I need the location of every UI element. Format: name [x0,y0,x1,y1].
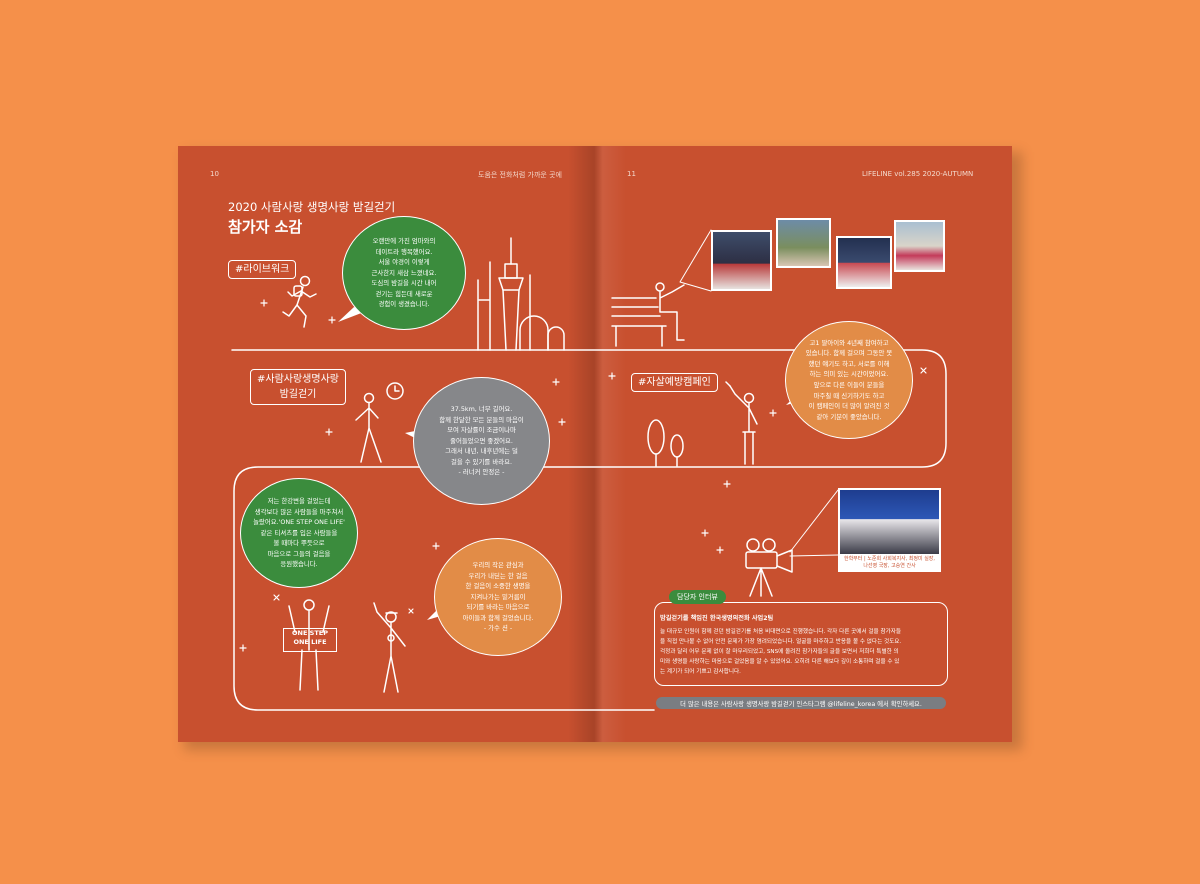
page-title: 참가자 소감 [228,218,303,236]
bubble-text-line: 우리가 내딛는 한 걸음 [468,571,528,580]
bubble-text-line: 걷기는 힘든데 새로운 [375,289,433,298]
interview-line: 늘 대규모 인원이 함께 걷던 밤길걷기를 처음 비대면으로 진행했습니다. 각… [660,629,902,635]
left-page-number: 10 [210,170,219,178]
caption-line-2: 나선영 국장, 고승연 간사 [863,563,916,569]
page-subtitle: 2020 사람사랑 생명사랑 밤길걷기 [228,200,396,214]
bubble-text-line: 한 걸음이 소중한 생명을 [465,582,531,591]
bubble-text-line: 같아 기분이 좋았습니다. [816,412,882,421]
bubble-text-line: 경험이 생겼습니다. [378,300,430,309]
bubble-text-line: 생각보다 많은 사람들을 마주쳐서 [254,507,344,516]
participant-photo-2 [776,218,831,268]
right-running-head: LIFELINE vol.285 2020-AUTUMN [862,170,974,178]
bubble-text-line: 저는 한강변을 걸었는데 [267,496,331,505]
instagram-note: 더 많은 내용은 사람사랑 생명사랑 밤길걷기 인스타그램 @lifeline_… [656,697,946,709]
walker-icon [355,382,404,463]
staff-group-photo [838,488,941,556]
route-path [231,349,947,711]
bubble-text-line: 마음으로 그들의 걸음을 [267,549,331,558]
interview-line: 걱정과 달리 어무 문제 없이 잘 마무리되었고, SNS에 올려진 참가자들의… [660,649,899,655]
bubble-text-line: 했던 얘기도 하고, 서로를 이해 [808,359,890,368]
interview-line: 미와 생명을 사랑하는 마음으로 걸었음을 알 수 있었어요. 오히려 다른 해… [660,659,900,665]
bubble-text-line: 이 캠페인이 더 많이 알려진 것 [808,402,890,411]
bubble-text-line: 고1 딸아이와 4년째 참여하고 [809,338,889,347]
participant-photo-3 [836,236,892,289]
bubble-text-line: 서울 야경이 이렇게 [378,258,430,267]
tag-lifework: #라이브워크 [228,260,297,279]
bubble-text-line: 줄어들었으면 좋겠어요. [450,436,513,445]
one-step-sign: ONE STEP ONE LIFE [283,628,337,652]
right-page-number: 11 [627,170,636,178]
tag-walk-line2: 밤길걷기 [279,389,317,400]
tag-walk-line1: #사람사랑생명사랑 [257,374,339,385]
staff-photo-caption: 한학부터 | 노준희 사회복지사, 최정미 실장, 나선영 국장, 고승연 간사 [838,556,941,572]
bubble-text-line: 되기를 바라는 마음으로 [466,603,530,612]
bubble-text-line: - 러너커 안정은 - [458,468,505,477]
tag-night-walk: #사람사랑생명사랑 밤길걷기 [250,369,346,405]
sign-line-1: ONE STEP [292,629,328,637]
movie-camera-icon [745,538,793,597]
bubble-text-line: 우리의 작은 관심과 [472,560,524,569]
bubble-text-line: 마주칠 때 신기하기도 하고 [813,391,885,400]
bubble-text-line: 하는 의미 있는 시간이었어요. [809,370,889,379]
interview-body: 늘 대규모 인원이 함께 걷던 밤길걷기를 처음 비대면으로 진행했습니다. 각… [660,627,901,677]
interview-label: 담당자 인터뷰 [669,590,726,604]
bubble-text-line: 있습니다. 함께 걸으며 그동안 못 [805,349,893,358]
runner-icon [282,275,317,328]
waving-person-icon [725,381,758,465]
participant-photo-4 [894,220,945,272]
tree-icon [647,419,684,467]
participant-photo-1 [711,230,772,291]
left-running-head: 도움은 전화처럼 가까운 곳에 [478,171,562,179]
cheering-person-icon [373,602,406,693]
sign-holder-icon [288,599,330,691]
bench-person-icon [611,282,685,347]
bubble-text-line: 놀랐어요.'ONE STEP ONE LIFE' [253,518,345,527]
bubble-text-line: 아이들과 함께 걸었습니다. [462,613,534,622]
interview-box [654,602,948,686]
bubble-text-line: 오랜만에 가진 엄마와의 [372,236,436,245]
bubble-text-line: 볼 때마다 뿌듯으로 [273,539,325,548]
spread-gutter [568,146,626,742]
bubble-text-line: 그래서 내년, 내후년에는 덜 [445,447,518,456]
interview-heading: 밤길걷기를 책임진 한국생명의전화 사업2팀 [660,615,774,622]
tower-icon [477,237,565,351]
bubble-text-line: 도심의 밤길을 시간 내어 [371,279,437,288]
bubble-text-line: 데이트라 행복했어요. [375,247,433,256]
interview-line: 을 직접 만나볼 수 없어 안전 문제가 가장 염려되었습니다. 얼굴을 마주하… [660,639,902,645]
bubble-text-line: 근사한지 새삼 느꼈네요. [371,268,437,277]
sign-line-2: ONE LIFE [293,638,327,646]
bubble-text-line: 37.5km, 너무 길어요. [450,404,513,413]
bubble-text-line: - 가수 션 - [483,624,513,633]
bubble-text-line: 함께 한달한 모든 분들의 마음이 [439,415,524,424]
bubble-text-line: 모여 자살률이 조금이나마 [447,426,516,435]
bubble-text-line: 걸을 수 있기를 바라요. [450,457,513,466]
bubble-text-line: 응원했습니다. [280,560,318,569]
tag-campaign: #자살예방캠페인 [631,373,718,392]
interview-line: 는 계기가 되어 기쁘고 감사합니다. [660,669,741,675]
bubble-text-line: 같은 티셔츠를 입은 사람들을 [260,528,338,537]
bubble-text-line: 지켜나가는 밑거름이 [470,592,526,601]
bubble-text-line: 앞으로 다른 이들이 분들을 [813,381,885,389]
caption-line-1: 한학부터 | 노준희 사회복지사, 최정미 실장, [843,556,935,562]
